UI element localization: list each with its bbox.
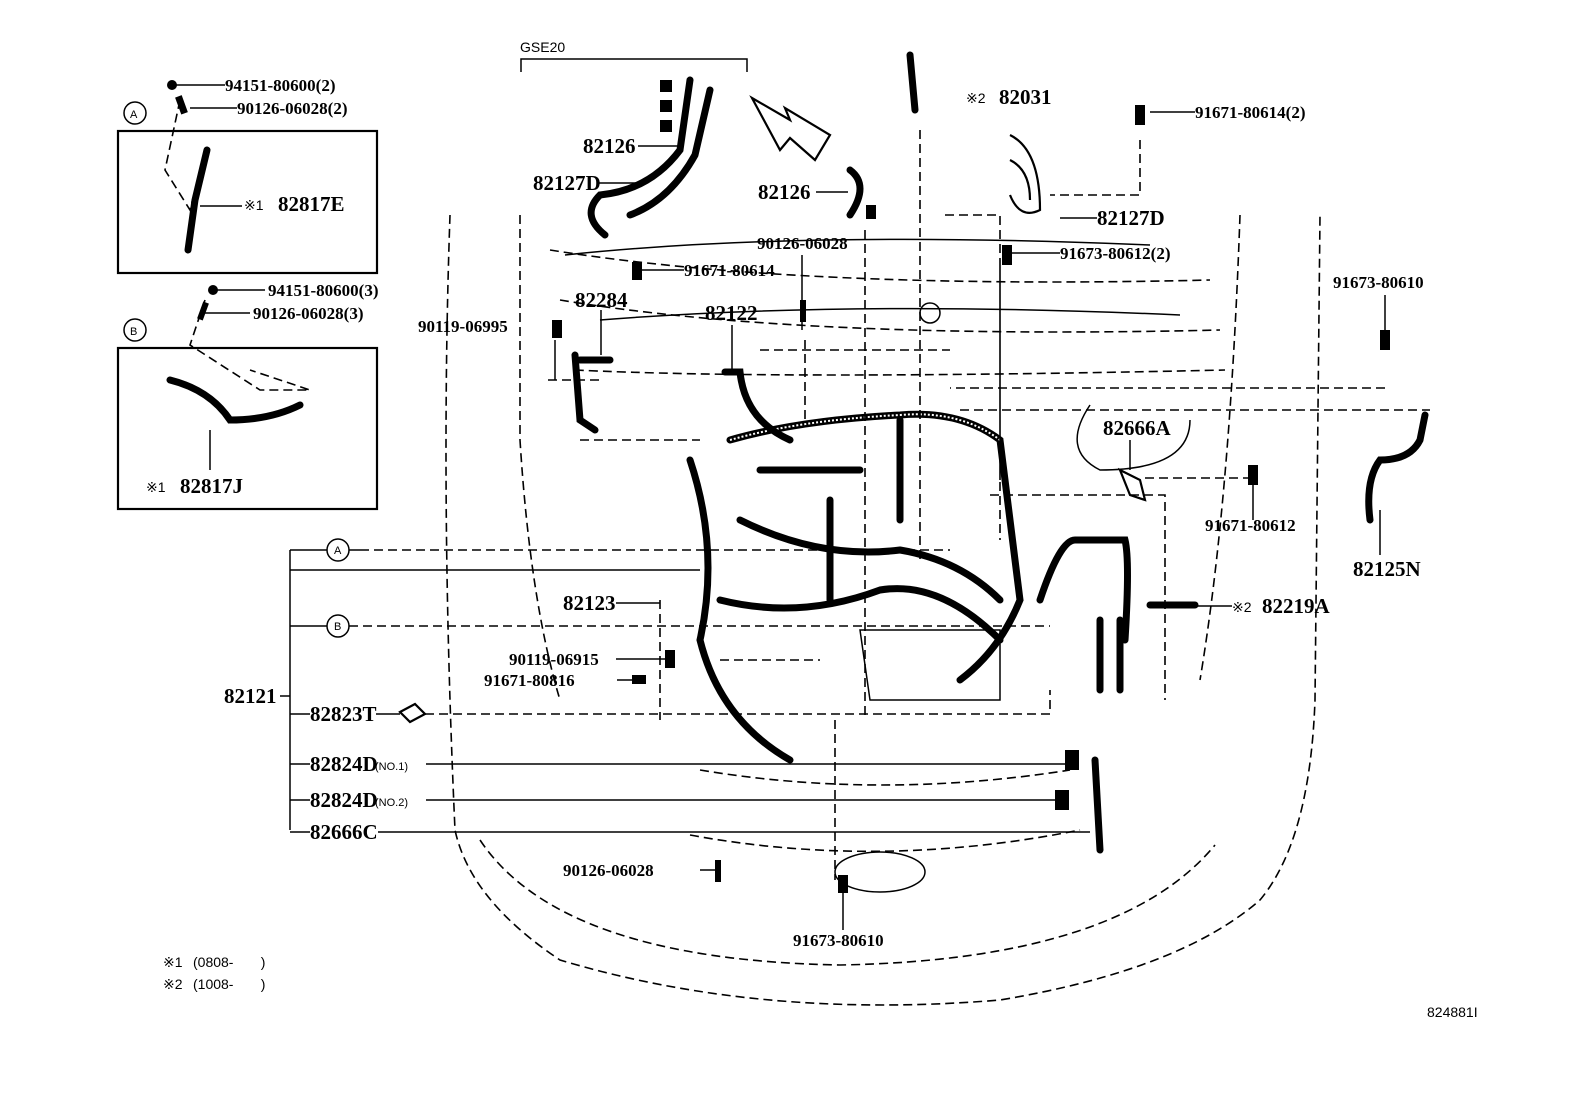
part-label: 82219A bbox=[1262, 594, 1331, 618]
note-mark: ※1 bbox=[244, 197, 264, 213]
note-mark: ※2 bbox=[966, 90, 986, 106]
part-label: 82127D bbox=[1097, 206, 1165, 230]
part-label: 91671-80614(2) bbox=[1195, 103, 1305, 122]
part-label: 82284 bbox=[575, 288, 628, 312]
part-label: 90119-06995 bbox=[418, 317, 508, 336]
part-label: 82823T bbox=[310, 702, 377, 726]
part-label: 91671-80816 bbox=[484, 671, 575, 690]
inset-box-a bbox=[116, 129, 379, 275]
callout-circle-a bbox=[123, 101, 147, 125]
callout-b: B bbox=[334, 621, 341, 633]
footnote-text: (1008- ) bbox=[193, 976, 265, 992]
part-note: (NO.1) bbox=[375, 761, 408, 773]
note-mark: ※2 bbox=[1232, 599, 1252, 615]
callout-a: A bbox=[334, 545, 342, 557]
part-label: 90126-06028 bbox=[563, 861, 654, 880]
part-label: 82123 bbox=[563, 591, 616, 615]
part-label: 82127D bbox=[533, 171, 601, 195]
callout-circle-b bbox=[123, 318, 147, 342]
part-label: 82824D bbox=[310, 788, 378, 812]
part-label: 91673-80610 bbox=[1333, 273, 1424, 292]
part-label: 82817E bbox=[278, 192, 345, 216]
part-label: 90126-06028(2) bbox=[237, 99, 347, 118]
note-mark: ※1 bbox=[146, 479, 166, 495]
body-outline bbox=[445, 214, 1321, 1006]
callout-b: B bbox=[130, 326, 137, 338]
callout-a: A bbox=[130, 109, 138, 121]
part-label: 82824D bbox=[310, 752, 378, 776]
inset-box-b bbox=[116, 346, 379, 511]
part-label: 91673-80612(2) bbox=[1060, 244, 1170, 263]
part-label: 90126-06028(3) bbox=[253, 304, 363, 323]
part-note: (NO.2) bbox=[375, 797, 408, 809]
direction-arrow bbox=[749, 95, 832, 162]
engine-wire-harness bbox=[686, 410, 1131, 764]
part-label: 91671-80614 bbox=[684, 261, 775, 280]
footnote-mark: ※1 bbox=[163, 954, 183, 970]
part-label: 82126 bbox=[758, 180, 811, 204]
part-label: 94151-80600(2) bbox=[225, 76, 335, 95]
part-label: 91673-80610 bbox=[793, 931, 884, 950]
harness-82031 bbox=[906, 51, 919, 114]
part-label: 90126-06028 bbox=[757, 234, 848, 253]
part-label: 82817J bbox=[180, 474, 243, 498]
figure-id: 824881I bbox=[1427, 1004, 1478, 1020]
part-label: 91671-80612 bbox=[1205, 516, 1296, 535]
fastener-icons bbox=[167, 80, 1390, 893]
part-label: 82031 bbox=[999, 85, 1052, 109]
part-label: 82122 bbox=[705, 301, 758, 325]
diagram-code: GSE20 bbox=[520, 39, 565, 55]
part-label: 82121 bbox=[224, 684, 277, 708]
part-label: 90119-06915 bbox=[509, 650, 599, 669]
footnote-text: (0808- ) bbox=[193, 954, 265, 970]
part-label: 82125N bbox=[1353, 557, 1421, 581]
part-label: 82126 bbox=[583, 134, 636, 158]
part-label: 94151-80600(3) bbox=[268, 281, 378, 300]
part-label: 82666A bbox=[1103, 416, 1172, 440]
footnote-mark: ※2 bbox=[163, 976, 183, 992]
part-label: 82666C bbox=[310, 820, 378, 844]
